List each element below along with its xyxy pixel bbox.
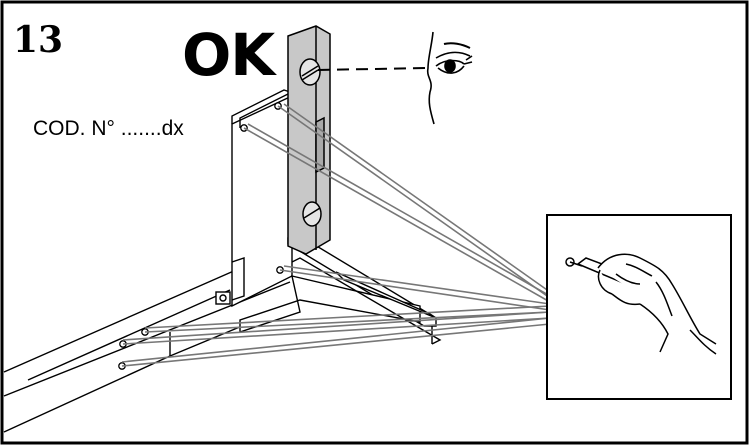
step-number: 13: [13, 19, 64, 61]
callout-lines: [121, 103, 551, 367]
part-code-label: COD. N° .......dx: [33, 117, 184, 140]
spirit-level: [287, 25, 331, 255]
bracket-arm: [239, 235, 442, 345]
side-bracket: [215, 89, 293, 308]
screw-holes: [118, 102, 284, 370]
detail-inset: [546, 214, 732, 400]
hand-with-marker-icon: [565, 253, 717, 355]
ok-label: OK: [182, 21, 275, 89]
sight-line: [317, 67, 429, 71]
eye-icon: [426, 31, 473, 125]
